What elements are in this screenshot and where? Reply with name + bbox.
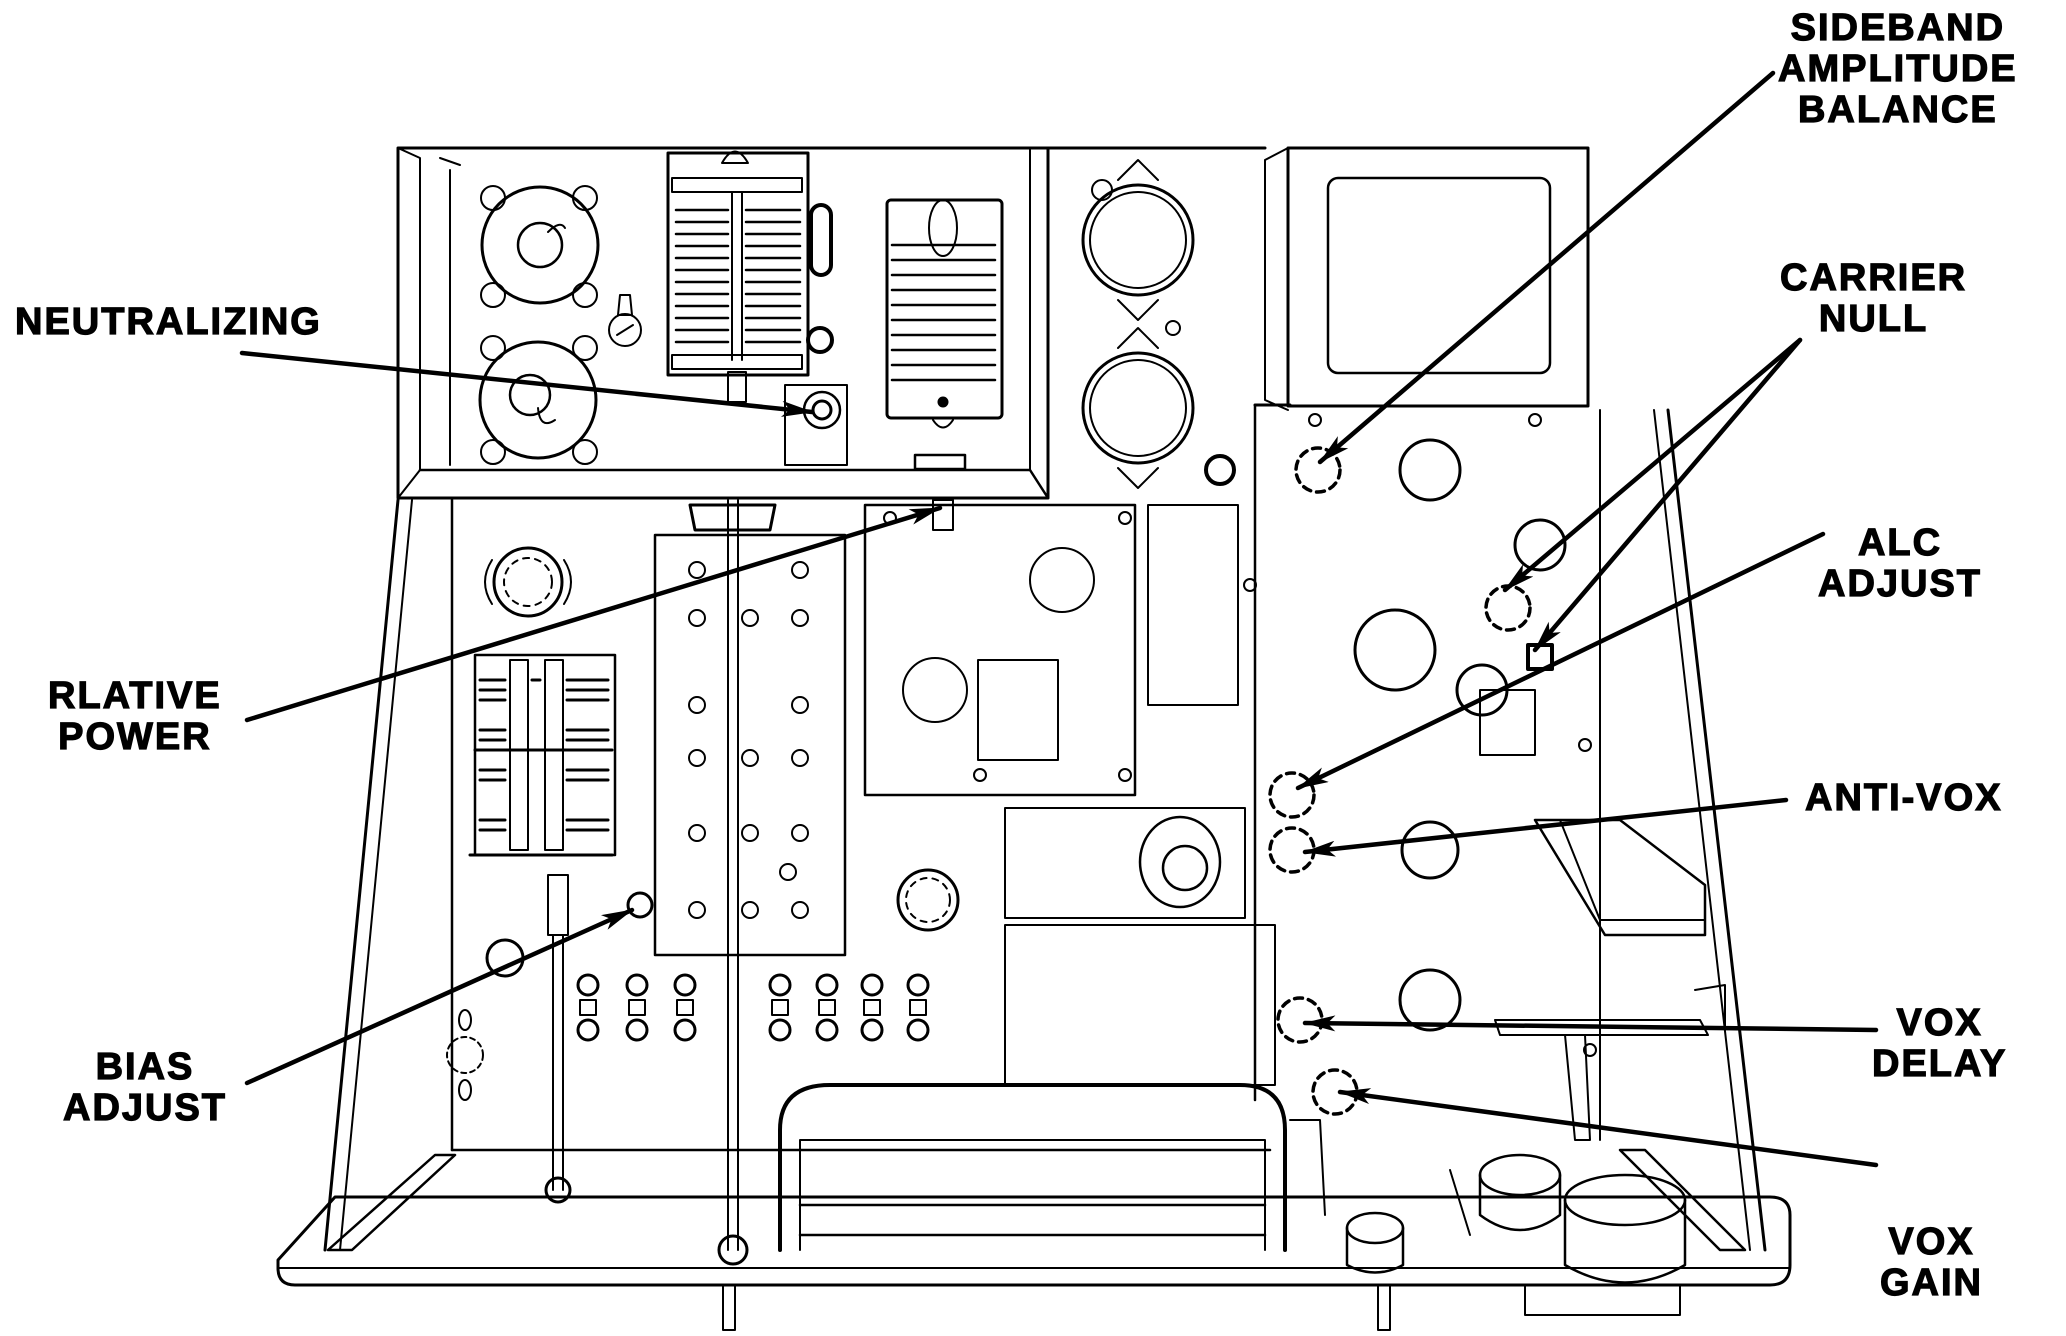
label-anti-vox: ANTI-VOX [1804,777,2003,819]
label-vox-gain: VOX GAIN [1879,1221,1983,1304]
terminal-strip [655,500,845,1264]
filter-housing [1265,148,1588,410]
leader-vox-delay [1305,1015,1876,1030]
leader-carrier-null-a [1505,340,1800,590]
leader-anti-vox [1305,800,1786,857]
leader-carrier-null-b [1535,340,1800,650]
jack-row [578,975,928,1040]
label-carrier-null: CARRIER NULL [1779,257,1968,340]
leader-alc-adjust [1298,534,1823,788]
label-neutralizing: NEUTRALIZING [14,301,322,343]
plate-coil [887,200,1002,428]
tube-socket-lower [480,336,597,464]
sideband-balance-target [1296,448,1340,492]
filter-capacitors [1347,1155,1685,1283]
alc-adjust-target [1270,773,1314,817]
neutralizing-capacitor [785,385,847,465]
variable-capacitor [668,152,832,403]
leader-vox-gain [1340,1088,1876,1165]
front-panel [325,410,1765,1250]
leader-sideband-amplitude-balance [1320,73,1773,462]
center-subchassis [865,500,1238,795]
vox-relay [1535,820,1705,935]
octal-sockets [1048,148,1265,488]
carry-handle [780,1085,1285,1250]
lower-center-modules [780,808,1685,1283]
leader-neutralizing [242,353,812,417]
bias-potentiometer [628,893,652,917]
chassis-base-plate [278,1150,1790,1330]
label-alc-adjust: ALC ADJUST [1817,522,1983,605]
carrier-null-target [1486,586,1530,630]
pilot-lamp-housing [1140,817,1220,907]
label-bias-adjust: BIAS ADJUST [62,1046,228,1129]
small-socket-lower-left [447,1010,483,1100]
vox-delay-target [1278,998,1322,1042]
small-trimmer [609,295,641,346]
label-relative-power: RLATIVE POWER [47,675,222,758]
leader-bias-adjust [247,910,632,1083]
meter-tab [915,455,965,469]
leader-relative-power [247,508,940,720]
octal-socket-left [485,548,571,616]
octal-socket-center [898,870,958,930]
label-vox-delay: VOX DELAY [1871,1002,2008,1085]
pa-compartment [398,148,1048,498]
tube-socket-upper [481,186,598,307]
label-sideband-amplitude-balance: SIDEBAND AMPLITUDE BALANCE [1777,7,2018,131]
bandswitch [470,655,615,1202]
